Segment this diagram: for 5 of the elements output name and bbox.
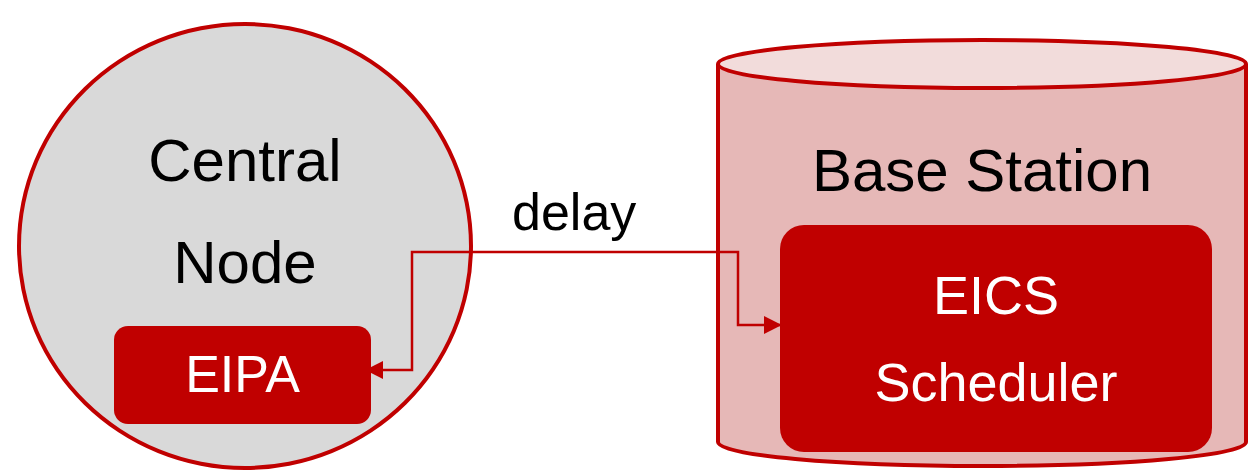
- node-title: Central Node: [148, 127, 342, 296]
- node-title: Base Station: [811, 137, 1153, 204]
- process-box: EIPA: [114, 326, 371, 424]
- edge-label: delay: [512, 182, 637, 242]
- process-box: EICS Scheduler: [780, 225, 1212, 452]
